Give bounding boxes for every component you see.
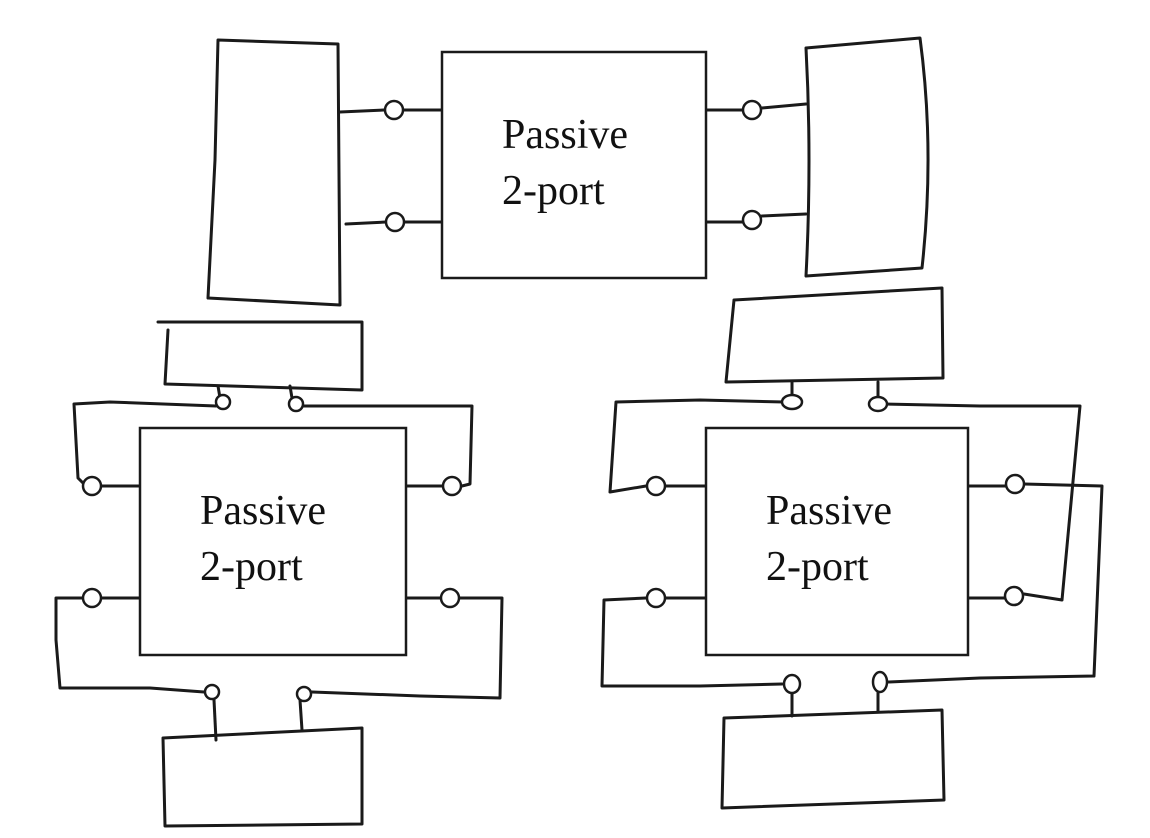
bottom-right-terminal-top-right [867,395,889,413]
bottom-left-upper-sketch-block [156,320,364,392]
bottom-left-terminal-bottom-right [295,685,313,703]
top-terminal-right-upper [741,99,763,121]
bottom-left-block-label-line2: 2-port [200,544,303,590]
bottom-left-lower-loop-left [54,596,206,694]
bottom-left-terminal-right-lower [439,587,461,609]
bottom-left-terminal-top-left [214,393,232,411]
top-terminal-left-upper [383,99,405,121]
bottom-right-terminal-right-lower [1003,585,1025,607]
bottom-left-terminal-right-upper [441,475,463,497]
bottom-left-terminal-top-right [287,395,305,413]
bottom-left-terminal-left-upper [81,475,103,497]
bottom-right-lower-loop-left [600,596,784,688]
bottom-right-lower-sketch-block [720,708,946,810]
bottom-left-lower-sketch-block [161,726,364,828]
bottom-right-block-label-line2: 2-port [766,544,869,590]
bottom-left-two-port-block [138,426,408,657]
bottom-right-upper-loop-left [608,398,786,494]
top-left-sketch-block [206,38,342,307]
bottom-left-upper-loop-right [298,404,474,488]
top-right-sketch-block [804,36,930,278]
bottom-right-terminal-top-left [780,393,804,411]
top-two-port-block [440,50,708,280]
bottom-left-lower-lead-right [298,698,304,732]
top-diagram: Passive 2-port [206,36,930,307]
bottom-right-upper-loop-right [884,402,1082,602]
bottom-right-terminal-bottom-right [871,670,889,694]
bottom-right-upper-sketch-block [724,286,945,384]
bottom-left-terminal-left-lower [81,587,103,609]
top-wire-left-upper [338,108,386,114]
bottom-right-terminal-right-upper [1004,473,1026,495]
top-block-label-line2: 2-port [502,168,605,214]
top-wire-right-lower [760,212,808,218]
top-wire-left-lower [344,220,388,226]
bottom-left-terminal-bottom-left [203,683,221,701]
bottom-right-terminal-left-upper [645,475,667,497]
bottom-right-diagram: Passive 2-port [600,286,1104,810]
bottom-right-terminal-left-lower [645,587,667,609]
top-terminal-left-lower [384,211,406,233]
bottom-left-block-label-line1: Passive [200,488,326,534]
bottom-right-lower-loop-right [886,482,1104,684]
top-wire-right-upper [760,102,808,110]
top-block-label-line1: Passive [502,112,628,158]
bottom-right-two-port-block [704,426,970,657]
bottom-left-upper-lead-right [288,384,294,400]
bottom-left-diagram: Passive 2-port [54,320,504,828]
top-terminal-right-lower [741,209,763,231]
bottom-right-terminal-bottom-left [782,673,802,695]
bottom-left-upper-loop-left [72,400,218,486]
bottom-left-lower-lead-left [212,698,218,742]
bottom-left-lower-loop-right [310,596,504,700]
bottom-right-block-label-line1: Passive [766,488,892,534]
